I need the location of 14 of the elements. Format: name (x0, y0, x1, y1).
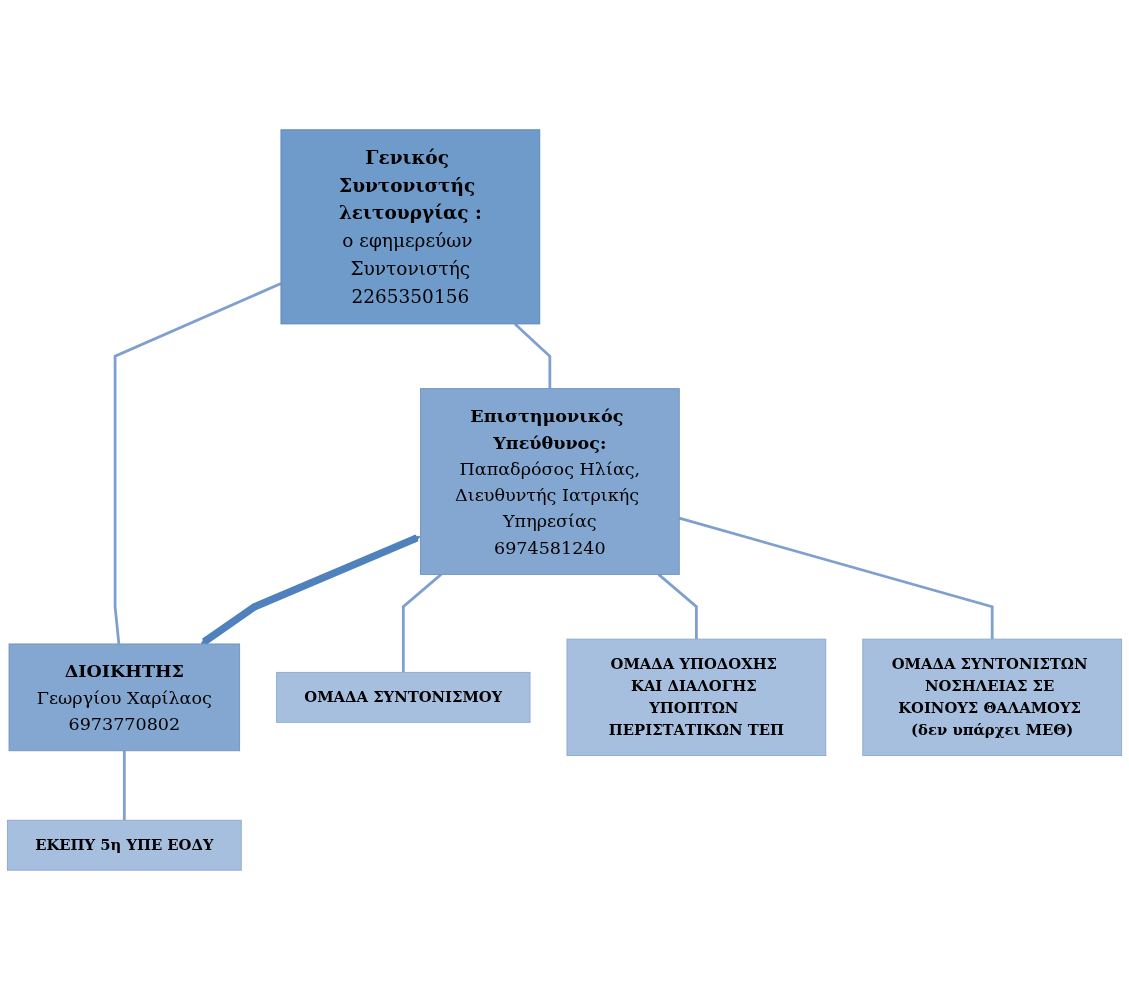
node-box: ΕΚΕΠΥ 5η ΥΠΕ ΕΟΔΥ (6, 819, 242, 871)
node-box: Γενικός Συντονιστής λειτουργίας : ο εφημερεύων Συντονιστής 2265350156 (280, 129, 541, 325)
node-box: Επιστημονικός Υπεύθυνος: Παπαδρόσος Ηλίας, Διευθυντής Ιατρικής Υπηρεσίας 6974581240 (420, 388, 680, 575)
connector (113, 282, 282, 645)
connector (657, 573, 698, 640)
node-box: ΟΜΑΔΑ ΣΥΝΤΟΝΙΣΤΩΝ ΝΟΣΗΛΕΙΑΣ ΣΕ ΚΟΙΝΟΥΣ ΘΑΛΑΜΟΥΣ (δεν υπάρχει ΜΕΘ) (862, 638, 1123, 757)
connector (678, 516, 994, 640)
connector (514, 322, 552, 389)
node-box: ΔΙΟΙΚΗΤΗΣ Γεωργίου Χαρίλαος 6973770802 (8, 643, 241, 752)
connector (122, 750, 126, 821)
node-box: ΟΜΑΔΑ ΣΥΝΤΟΝΙΣΜΟΥ (276, 671, 531, 723)
arrow (200, 534, 421, 645)
node-box: ΟΜΑΔΑ ΥΠΟΔΟΧΗΣ ΚΑΙ ΔΙΑΛΟΓΗΣ ΥΠΟΠΤΩΝ ΠΕΡΙΣΤΑΤΙΚΩΝ ΤΕΠ (566, 638, 827, 757)
connector (401, 573, 443, 673)
